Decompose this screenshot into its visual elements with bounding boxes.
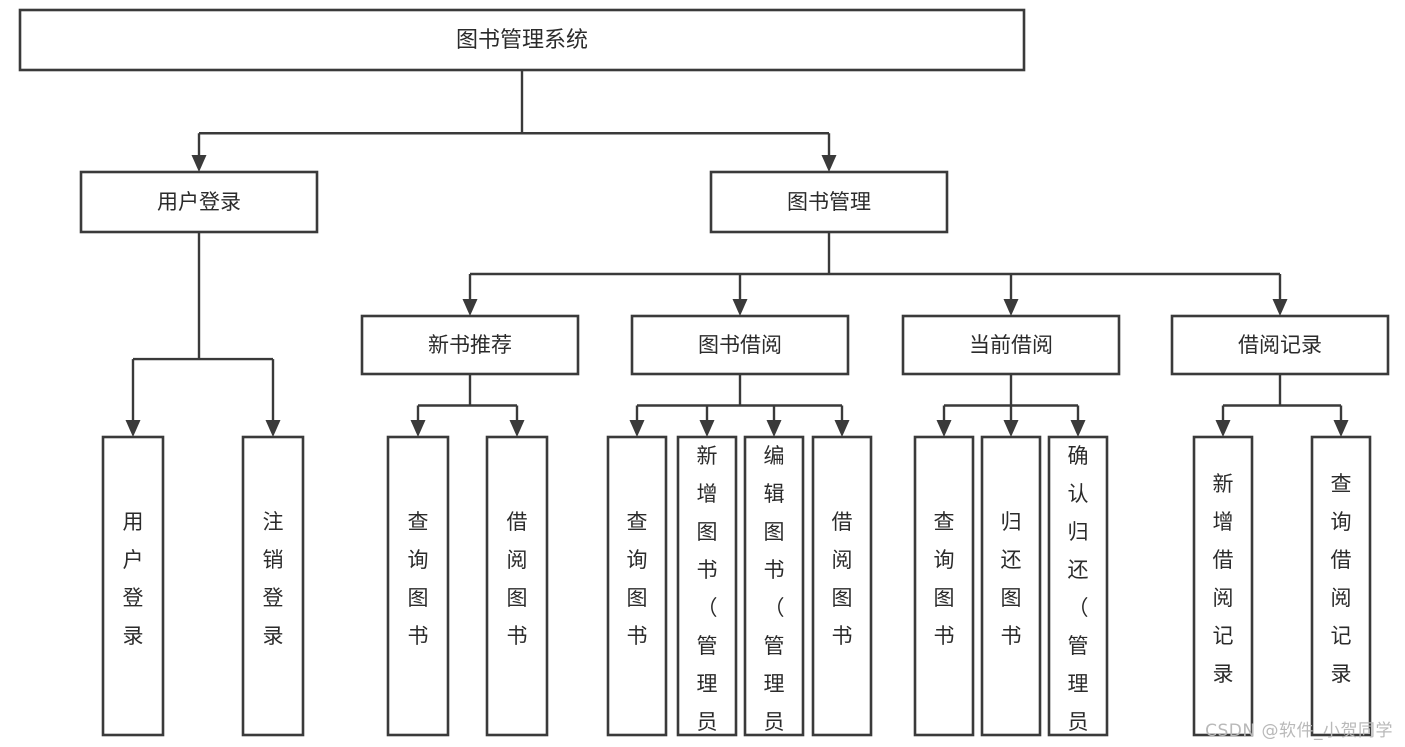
node-label: 图书借阅	[698, 333, 782, 357]
node-box[interactable]	[18, 8, 1026, 72]
node-box[interactable]	[1310, 435, 1372, 737]
node-leaf-confirm-return-admin[interactable]: 确认归还（管理员）	[1047, 435, 1109, 747]
node-leaf-query-book-recommend[interactable]: 查询图书	[386, 435, 450, 737]
node-current-borrow[interactable]: 当前借阅	[901, 314, 1121, 376]
node-label-vertical: 编辑图书（管理员）	[764, 444, 785, 747]
edge-group	[410, 374, 525, 437]
node-box[interactable]	[676, 435, 738, 737]
node-box[interactable]	[913, 435, 975, 737]
node-box[interactable]	[630, 314, 850, 376]
node-box[interactable]	[1170, 314, 1390, 376]
edge-group	[629, 374, 850, 437]
node-box[interactable]	[901, 314, 1121, 376]
node-box[interactable]	[360, 314, 580, 376]
node-label-vertical: 新增借阅记录	[1213, 472, 1234, 686]
edge-group	[191, 70, 837, 172]
node-leaf-query-book-borrow[interactable]: 查询图书	[606, 435, 668, 737]
node-box[interactable]	[79, 170, 319, 234]
node-label: 图书管理	[787, 190, 871, 214]
node-label-vertical: 借阅图书	[507, 510, 528, 648]
node-box[interactable]	[1047, 435, 1109, 737]
node-root[interactable]: 图书管理系统	[18, 8, 1026, 72]
edge-group	[1215, 374, 1349, 437]
edge-arrowhead	[1215, 420, 1231, 437]
edge-group	[936, 374, 1086, 437]
edge-group	[125, 232, 281, 437]
node-label: 用户登录	[157, 190, 241, 214]
node-box[interactable]	[606, 435, 668, 737]
edge-arrowhead	[936, 420, 952, 437]
node-label: 新书推荐	[428, 333, 512, 357]
node-borrow-record[interactable]: 借阅记录	[1170, 314, 1390, 376]
node-box[interactable]	[241, 435, 305, 737]
edge-arrowhead	[410, 420, 426, 437]
edge-group	[462, 232, 1288, 316]
edge-arrowhead	[1272, 299, 1288, 316]
node-label-vertical: 确认归还（管理员）	[1068, 444, 1089, 747]
node-leaf-user-login[interactable]: 用户登录	[101, 435, 165, 737]
node-leaf-logout[interactable]: 注销登录	[241, 435, 305, 737]
node-leaf-borrow-book[interactable]: 借阅图书	[811, 435, 873, 737]
node-label-vertical: 查询图书	[627, 510, 648, 648]
edge-arrowhead	[125, 420, 141, 437]
node-label: 图书管理系统	[456, 28, 588, 53]
node-leaf-query-borrow-record[interactable]: 查询借阅记录	[1310, 435, 1372, 737]
edge-arrowhead	[821, 155, 837, 172]
node-label-vertical: 借阅图书	[832, 510, 853, 648]
node-label-vertical: 查询图书	[934, 510, 955, 648]
edge-arrowhead	[1333, 420, 1349, 437]
edge-arrowhead	[509, 420, 525, 437]
node-label-vertical: 查询图书	[408, 510, 429, 648]
node-leaf-add-borrow-record[interactable]: 新增借阅记录	[1192, 435, 1254, 737]
node-new-book-recommend[interactable]: 新书推荐	[360, 314, 580, 376]
edges-layer	[125, 70, 1349, 437]
node-label-vertical: 新增图书（管理员）	[697, 444, 718, 747]
watermark-text: CSDN @软件_小贺同学	[1205, 721, 1393, 741]
node-box[interactable]	[485, 435, 549, 737]
node-box[interactable]	[709, 170, 949, 234]
node-box[interactable]	[1192, 435, 1254, 737]
node-label-vertical: 归还图书	[1001, 510, 1022, 648]
node-box[interactable]	[980, 435, 1042, 737]
node-box[interactable]	[743, 435, 805, 737]
edge-arrowhead	[191, 155, 207, 172]
node-label: 当前借阅	[969, 333, 1053, 357]
edge-arrowhead	[834, 420, 850, 437]
node-leaf-return-book[interactable]: 归还图书	[980, 435, 1042, 737]
node-book-manage[interactable]: 图书管理	[709, 170, 949, 234]
node-leaf-borrow-book-recommend[interactable]: 借阅图书	[485, 435, 549, 737]
node-box[interactable]	[811, 435, 873, 737]
edge-arrowhead	[1003, 420, 1019, 437]
node-box[interactable]	[386, 435, 450, 737]
edge-arrowhead	[1003, 299, 1019, 316]
node-label-vertical: 注销登录	[263, 510, 284, 648]
edge-arrowhead	[1070, 420, 1086, 437]
edge-arrowhead	[462, 299, 478, 316]
node-book-borrow[interactable]: 图书借阅	[630, 314, 850, 376]
edge-arrowhead	[629, 420, 645, 437]
node-user-login[interactable]: 用户登录	[79, 170, 319, 234]
node-leaf-edit-book-admin[interactable]: 编辑图书（管理员）	[743, 435, 805, 747]
node-label-vertical: 查询借阅记录	[1331, 472, 1352, 686]
edge-arrowhead	[265, 420, 281, 437]
edge-arrowhead	[699, 420, 715, 437]
node-label-vertical: 用户登录	[123, 510, 144, 648]
node-box[interactable]	[101, 435, 165, 737]
node-label: 借阅记录	[1238, 333, 1322, 357]
node-leaf-add-book-admin[interactable]: 新增图书（管理员）	[676, 435, 738, 747]
node-leaf-query-book-current[interactable]: 查询图书	[913, 435, 975, 737]
edge-arrowhead	[732, 299, 748, 316]
nodes-layer: 图书管理系统用户登录图书管理新书推荐图书借阅当前借阅借阅记录用户登录注销登录查询…	[18, 8, 1390, 747]
edge-arrowhead	[766, 420, 782, 437]
